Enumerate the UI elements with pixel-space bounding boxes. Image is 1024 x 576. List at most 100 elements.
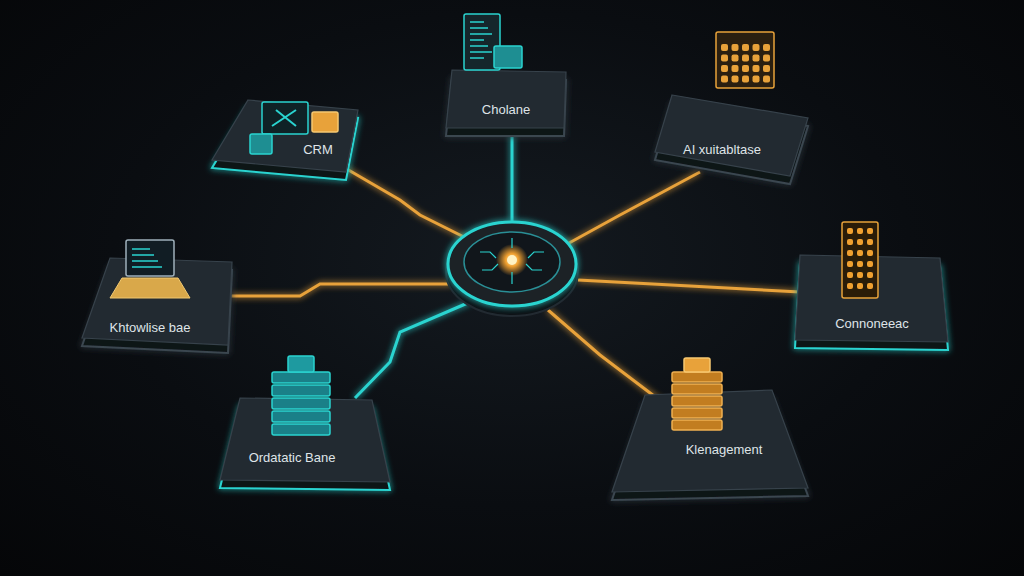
node-label: AI xuitabltase	[683, 142, 761, 158]
building-window	[847, 239, 853, 245]
document-line	[470, 57, 484, 59]
document-line	[470, 51, 492, 53]
calendar-cell	[732, 65, 739, 72]
building-window	[857, 272, 863, 278]
server-unit	[672, 408, 722, 418]
screen-line	[132, 266, 162, 268]
wire	[355, 302, 470, 398]
building-window	[857, 283, 863, 289]
node-label: Cholane	[482, 102, 530, 118]
node-label: Khtowlise bae	[110, 320, 191, 336]
building-window	[847, 228, 853, 234]
platform-node: CRM	[297, 140, 339, 160]
calendar-cell	[732, 76, 739, 83]
calendar-cell	[753, 55, 760, 62]
platform-node: Cholane	[476, 100, 536, 120]
wire	[578, 280, 800, 292]
wire	[560, 172, 700, 248]
document-line	[470, 33, 492, 35]
calendar-cell	[721, 55, 728, 62]
tile-group	[82, 70, 948, 500]
building-window	[867, 272, 873, 278]
server-unit	[272, 385, 330, 396]
tile-top	[446, 70, 566, 128]
server-top	[288, 356, 314, 372]
server-unit	[272, 372, 330, 383]
monitor-glyph	[272, 110, 296, 126]
building-window	[847, 261, 853, 267]
building-window	[867, 239, 873, 245]
wire	[345, 168, 470, 240]
laptop-keyboard	[110, 278, 190, 298]
document-line	[470, 27, 488, 29]
document-line	[470, 21, 484, 23]
laptop-screen	[126, 240, 174, 276]
calendar-cell	[721, 65, 728, 72]
calendar-cell	[721, 76, 728, 83]
building-window	[857, 261, 863, 267]
building-window	[847, 250, 853, 256]
calendar-cell	[732, 44, 739, 51]
building-window	[867, 250, 873, 256]
node-label: Ordatatic Bane	[249, 450, 336, 466]
building-window	[847, 272, 853, 278]
calendar-cell	[753, 76, 760, 83]
calendar-cell	[742, 55, 749, 62]
platform-node: Ordatatic Bane	[243, 448, 342, 468]
screen-line	[132, 260, 158, 262]
calendar-cell	[742, 65, 749, 72]
calendar-cell	[721, 44, 728, 51]
calendar-cell	[753, 65, 760, 72]
server-top	[684, 358, 710, 372]
wire	[230, 284, 452, 296]
wire	[548, 310, 662, 402]
server-unit	[672, 420, 722, 430]
tile-top	[655, 95, 808, 176]
platform-node: AI xuitabltase	[677, 140, 767, 160]
server-unit	[672, 384, 722, 394]
calendar-cell	[763, 44, 770, 51]
document-line	[470, 39, 484, 41]
tile-top	[220, 398, 390, 482]
server-unit	[672, 396, 722, 406]
node-label: CRM	[303, 142, 333, 158]
platform-node: Khtowlise bae	[104, 318, 197, 338]
tile-top	[212, 100, 358, 172]
monitor-icon	[262, 102, 308, 134]
server-unit	[272, 398, 330, 409]
calendar-cell	[732, 55, 739, 62]
building-window	[857, 239, 863, 245]
building-window	[867, 261, 873, 267]
cube-icon	[312, 112, 338, 132]
box-icon	[494, 46, 522, 68]
calendar-cell	[742, 76, 749, 83]
platform-node: Klenagement	[680, 440, 769, 460]
server-unit	[272, 411, 330, 422]
hub	[446, 222, 578, 316]
calendar-cell	[763, 76, 770, 83]
screen-line	[132, 248, 150, 250]
building-window	[867, 283, 873, 289]
calendar-cell	[742, 44, 749, 51]
building-window	[857, 250, 863, 256]
server-unit	[272, 424, 330, 435]
calendar-icon	[716, 32, 774, 88]
calendar-cell	[753, 44, 760, 51]
server-unit	[672, 372, 722, 382]
building-window	[867, 228, 873, 234]
building-window	[847, 283, 853, 289]
building-icon	[842, 222, 878, 298]
node-label: Klenagement	[686, 442, 763, 458]
document-line	[470, 45, 488, 47]
figure-icon	[250, 134, 272, 154]
calendar-cell	[763, 65, 770, 72]
screen-line	[132, 254, 154, 256]
node-label: Connoneeac	[835, 316, 909, 332]
building-window	[857, 228, 863, 234]
calendar-cell	[763, 55, 770, 62]
tile-top	[612, 390, 808, 492]
icon-group	[110, 14, 878, 435]
wire	[511, 128, 514, 222]
